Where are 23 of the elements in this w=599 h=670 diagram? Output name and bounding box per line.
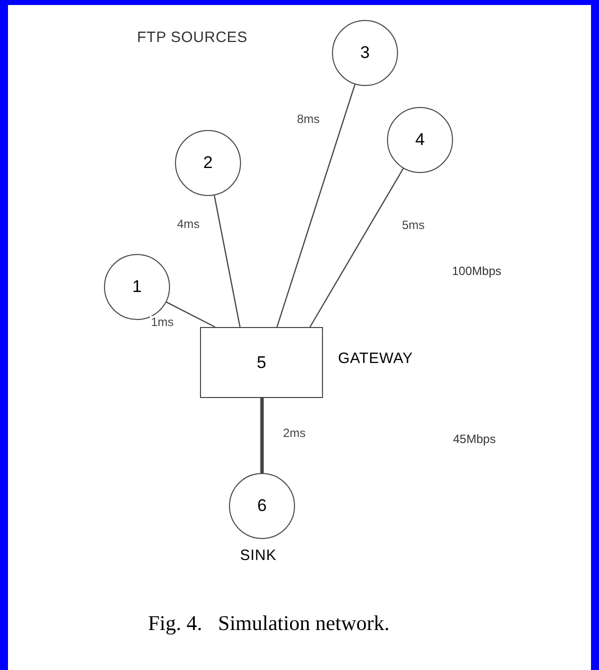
edge-label: 2ms: [282, 427, 307, 439]
edge-label: 4ms: [176, 218, 201, 230]
node-caption: GATEWAY: [338, 349, 413, 369]
connector-line: [309, 168, 404, 328]
group-label: FTP SOURCES: [137, 28, 248, 48]
edge-label: 8ms: [296, 113, 321, 125]
node-number: 3: [360, 42, 370, 64]
edge-label: 5ms: [401, 219, 426, 231]
bandwidth-label: 100Mbps: [452, 263, 502, 280]
node-number: 4: [415, 129, 425, 152]
connector-line: [214, 195, 241, 328]
bandwidth-label: 45Mbps: [453, 431, 496, 448]
node-number: 2: [203, 152, 213, 174]
node-number: 5: [256, 352, 266, 374]
node-caption: SINK: [240, 546, 277, 566]
connector-line: [260, 398, 264, 473]
figure-caption: Fig. 4. Simulation network.: [148, 610, 390, 637]
node-number: 1: [132, 276, 142, 298]
edge-label: 1ms: [150, 316, 175, 328]
node-number: 6: [257, 495, 267, 518]
connector-line: [166, 302, 216, 328]
gateway-box: [200, 327, 323, 398]
connector-line: [276, 84, 356, 328]
